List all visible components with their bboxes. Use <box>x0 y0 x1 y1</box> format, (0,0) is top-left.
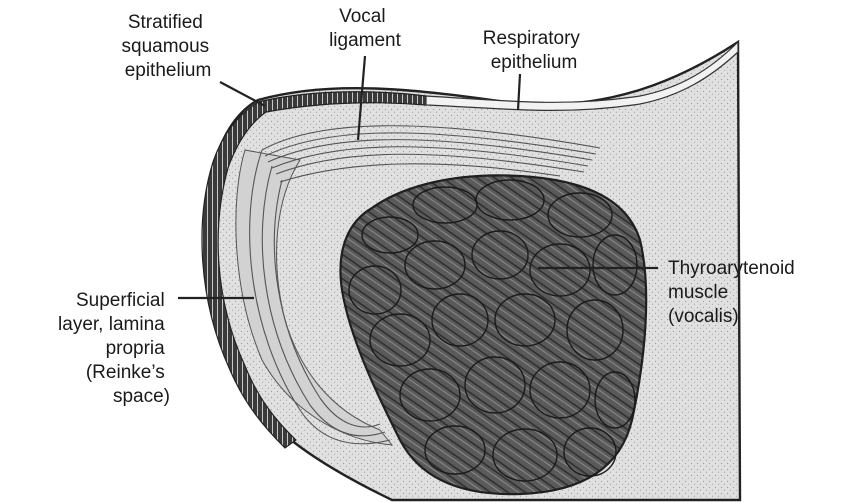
stratified-leader <box>220 82 265 106</box>
label-superficial-line-5: space) <box>113 386 170 407</box>
label-stratified-line-2: squamous <box>122 36 210 57</box>
label-thyroarytenoid-line-2: muscle <box>668 282 728 303</box>
label-superficial-line-3: propria <box>106 338 166 359</box>
label-thyroarytenoid-line-3: (vocalis) <box>668 306 739 327</box>
label-thyroarytenoid-line-1: Thyroarytenoid <box>668 258 795 279</box>
label-vocal-ligament-line-2: ligament <box>329 30 402 51</box>
label-stratified: Stratified squamous epithelium <box>122 12 215 81</box>
label-superficial-line-4: (Reinke’s <box>86 362 165 383</box>
label-vocal-ligament: Vocal ligament <box>329 6 402 51</box>
label-respiratory-line-1: Respiratory <box>483 28 581 49</box>
label-superficial-line-1: Superficial <box>76 290 165 311</box>
label-stratified-line-3: epithelium <box>125 60 212 81</box>
label-superficial-line-2: layer, lamina <box>58 314 165 335</box>
label-stratified-line-1: Stratified <box>128 12 203 33</box>
label-vocal-ligament-line-1: Vocal <box>339 6 385 27</box>
label-superficial: Superficial layer, lamina propria (Reink… <box>58 290 170 407</box>
label-respiratory: Respiratory epithelium <box>483 28 585 73</box>
label-respiratory-line-2: epithelium <box>491 52 578 73</box>
